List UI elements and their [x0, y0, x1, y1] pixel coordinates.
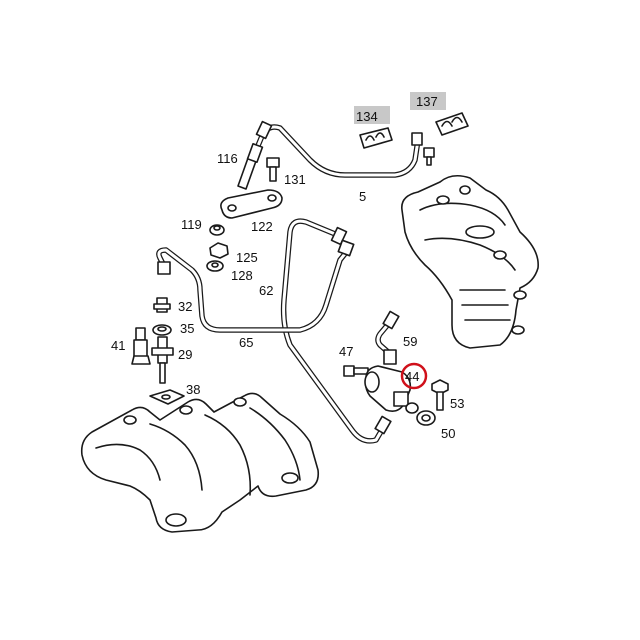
part-131-bolt: [266, 157, 280, 182]
highlight-ring: [400, 362, 428, 390]
label-47: 47: [339, 344, 353, 359]
label-116: 116: [217, 151, 238, 166]
fuel-line-5: [240, 120, 423, 185]
part-32-plug: [153, 297, 171, 313]
label-122: 122: [251, 219, 273, 234]
label-65: 65: [239, 335, 253, 350]
part-47-bolt: [343, 365, 369, 377]
label-119: 119: [181, 217, 202, 232]
part-50-clamp: [416, 410, 436, 426]
label-137: 137: [416, 94, 438, 109]
part-29-injector: [151, 336, 174, 384]
label-134: 134: [356, 109, 378, 124]
label-50: 50: [441, 426, 455, 441]
label-32: 32: [178, 299, 192, 314]
label-35: 35: [180, 321, 194, 336]
label-131: 131: [284, 172, 306, 187]
label-44: 44: [405, 369, 419, 384]
label-59: 59: [403, 334, 417, 349]
part-116-sensor: [237, 142, 264, 190]
line-fitting-top: [423, 147, 435, 166]
label-38: 38: [186, 382, 200, 397]
tag-137-background: [410, 92, 446, 110]
label-5: 5: [359, 189, 366, 204]
intake-manifold: [80, 392, 320, 533]
throttle-housing: [401, 174, 539, 349]
fuel-line-65: [156, 239, 355, 333]
fuel-line-62: [280, 218, 392, 444]
part-59-line: [375, 310, 400, 365]
part-35-seal: [152, 324, 172, 336]
part-38-gasket: [149, 389, 185, 405]
part-134-clip: [359, 127, 393, 149]
part-53-bolt: [431, 379, 449, 411]
tag-134-background: [354, 106, 390, 124]
part-137-clip: [435, 112, 469, 136]
label-41: 41: [111, 338, 125, 353]
label-125: 125: [236, 250, 258, 265]
part-44-regulator: [364, 365, 419, 414]
part-119-grommet: [209, 224, 225, 236]
part-128-washer: [206, 260, 224, 272]
part-41-valve: [131, 327, 151, 365]
label-29: 29: [178, 347, 192, 362]
label-128: 128: [231, 268, 253, 283]
label-62: 62: [259, 283, 273, 298]
part-122-bracket: [220, 189, 283, 219]
part-125-nut: [209, 242, 229, 259]
label-53: 53: [450, 396, 464, 411]
